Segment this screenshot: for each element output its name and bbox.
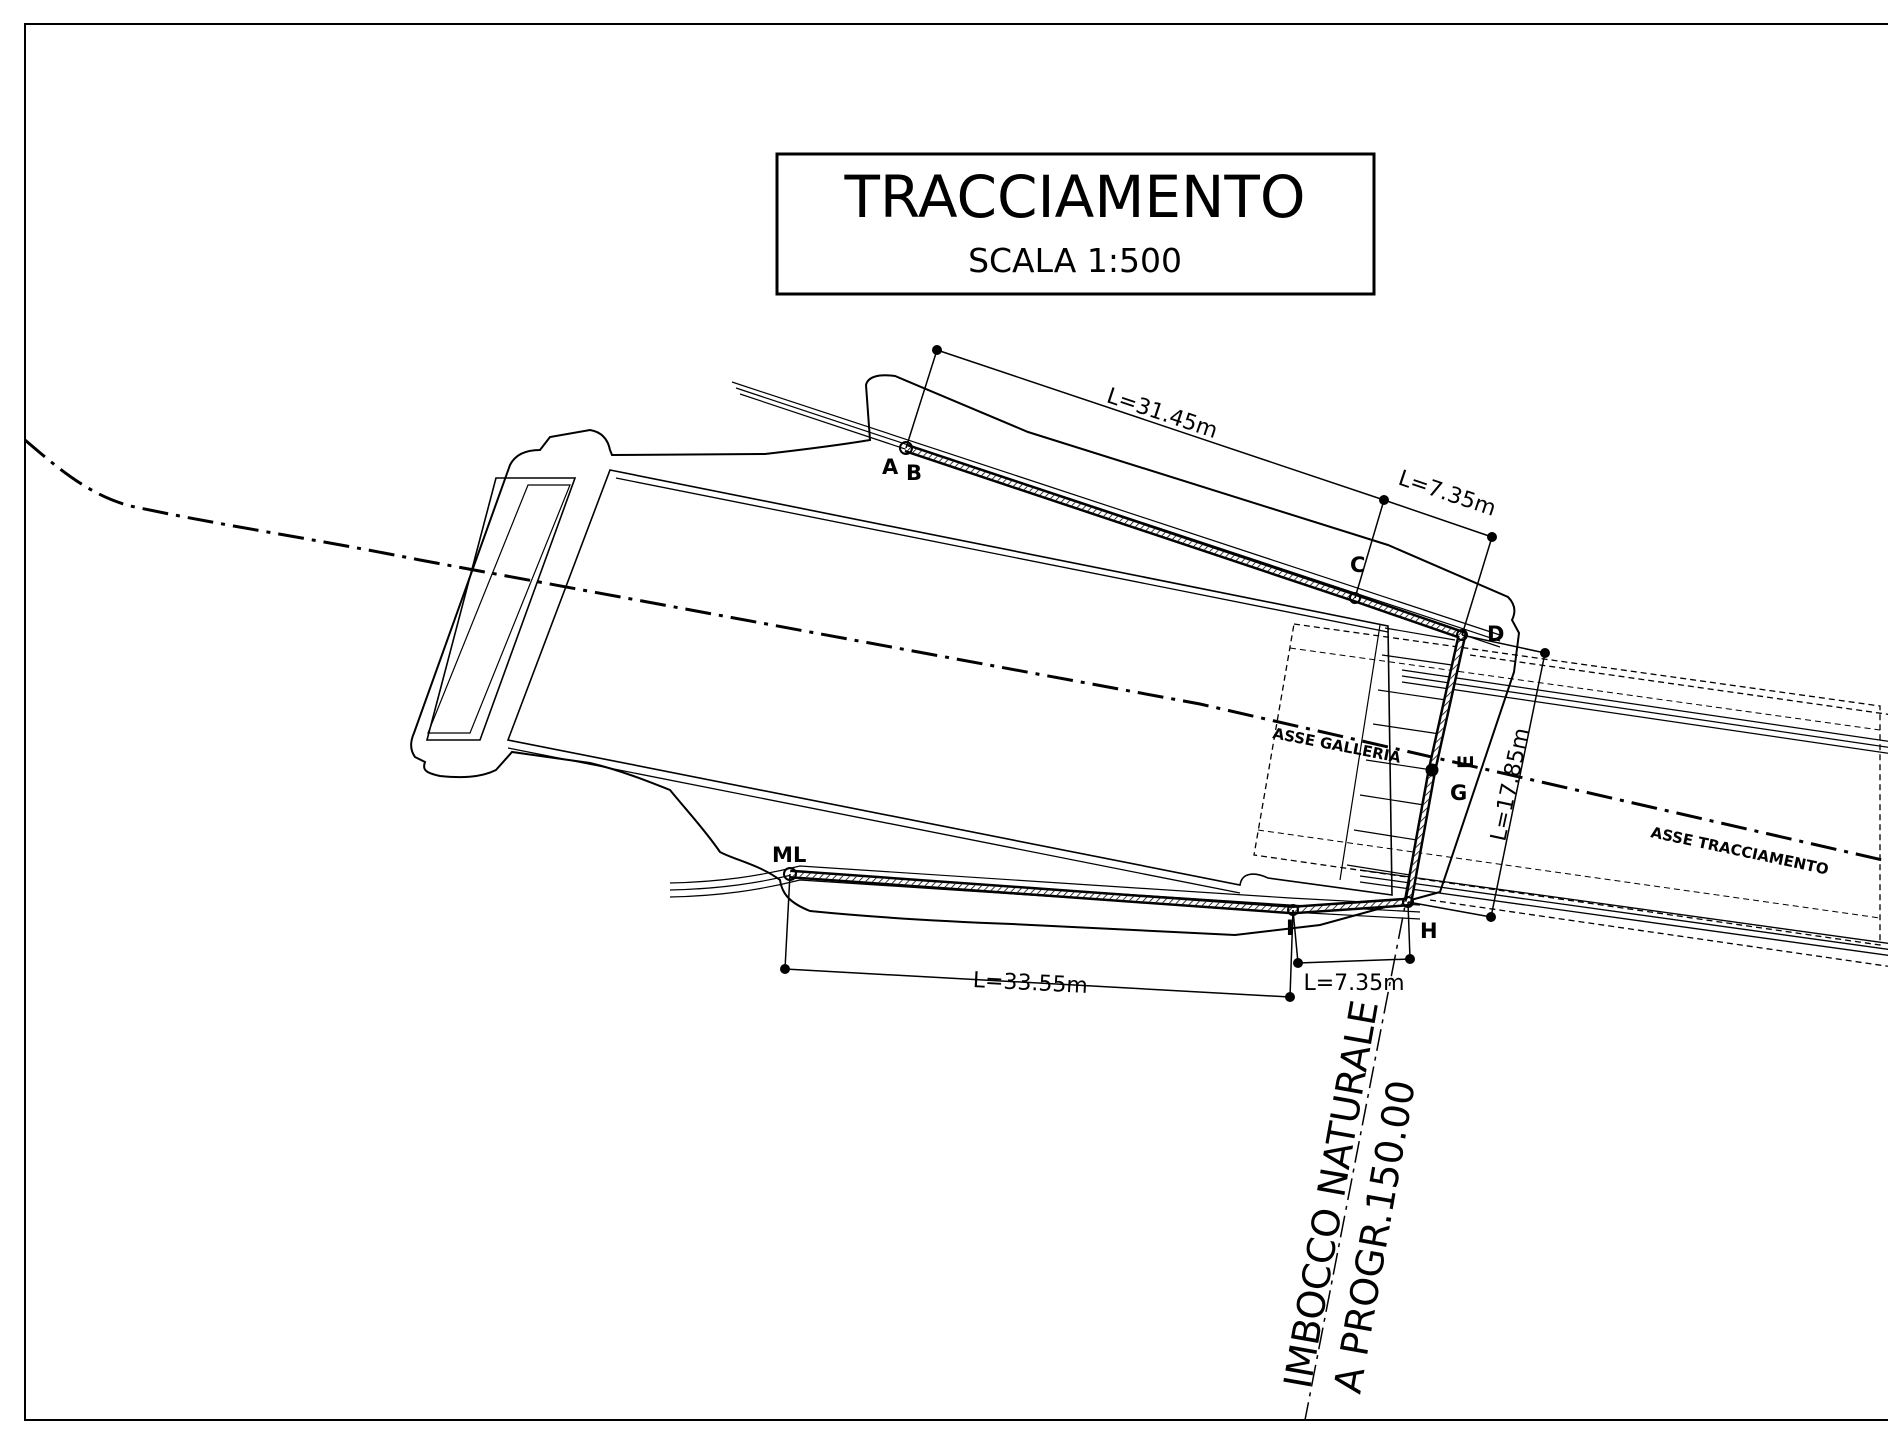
drawing-title: TRACCIAMENTO [844, 163, 1306, 231]
drawing-scale: SCALA 1:500 [968, 241, 1182, 280]
dim-label-d-h: L=17.85m [1486, 726, 1534, 844]
marker-d [1456, 629, 1468, 641]
marker-ab [899, 441, 913, 455]
title-frame [775, 152, 1376, 296]
title-block: TRACCIAMENTO SCALA 1:500 [775, 152, 1376, 296]
point-label-h: H [1420, 919, 1438, 943]
dim-label-i-ml: L=33.55m [972, 968, 1088, 999]
point-labels: A B C D E G H I M L [772, 455, 1504, 943]
point-label-e: E [1454, 755, 1478, 769]
sheet-border [24, 23, 1888, 1421]
point-label-b: B [906, 461, 922, 485]
portal-dashed-inner-bottom [1257, 829, 1881, 919]
dimension-i-ml: L=33.55m [780, 873, 1295, 1002]
excavation-outline [410, 374, 1521, 937]
tunnel-corridor [1359, 654, 1888, 967]
setting-out-polyline [789, 443, 1468, 915]
main-alignment-axis [24, 438, 1888, 863]
point-label-c: C [1350, 553, 1365, 577]
portal-dashed-inner-top [1289, 647, 1881, 731]
marker-c [1349, 592, 1361, 604]
point-label-i: I [1286, 916, 1294, 940]
portal-dashed-outline [1253, 623, 1881, 946]
point-label-a: A [882, 455, 899, 479]
marker-eg [1425, 763, 1439, 777]
dim-label-ab-c: L=31.45m [1104, 384, 1221, 444]
point-label-d: D [1487, 622, 1504, 646]
point-label-m: M [772, 843, 793, 867]
imbocco-line [1304, 879, 1411, 1421]
point-label-g: G [1450, 781, 1467, 805]
portal-structure [1339, 624, 1456, 881]
point-label-l: L [793, 843, 806, 867]
axis-label-tracciamento: ASSE TRACCIAMENTO [1649, 823, 1830, 878]
dim-label-c-d: L=7.35m [1395, 466, 1499, 522]
axis-label-galleria: ASSE GALLERIA [1271, 724, 1402, 767]
point-markers [783, 441, 1468, 916]
